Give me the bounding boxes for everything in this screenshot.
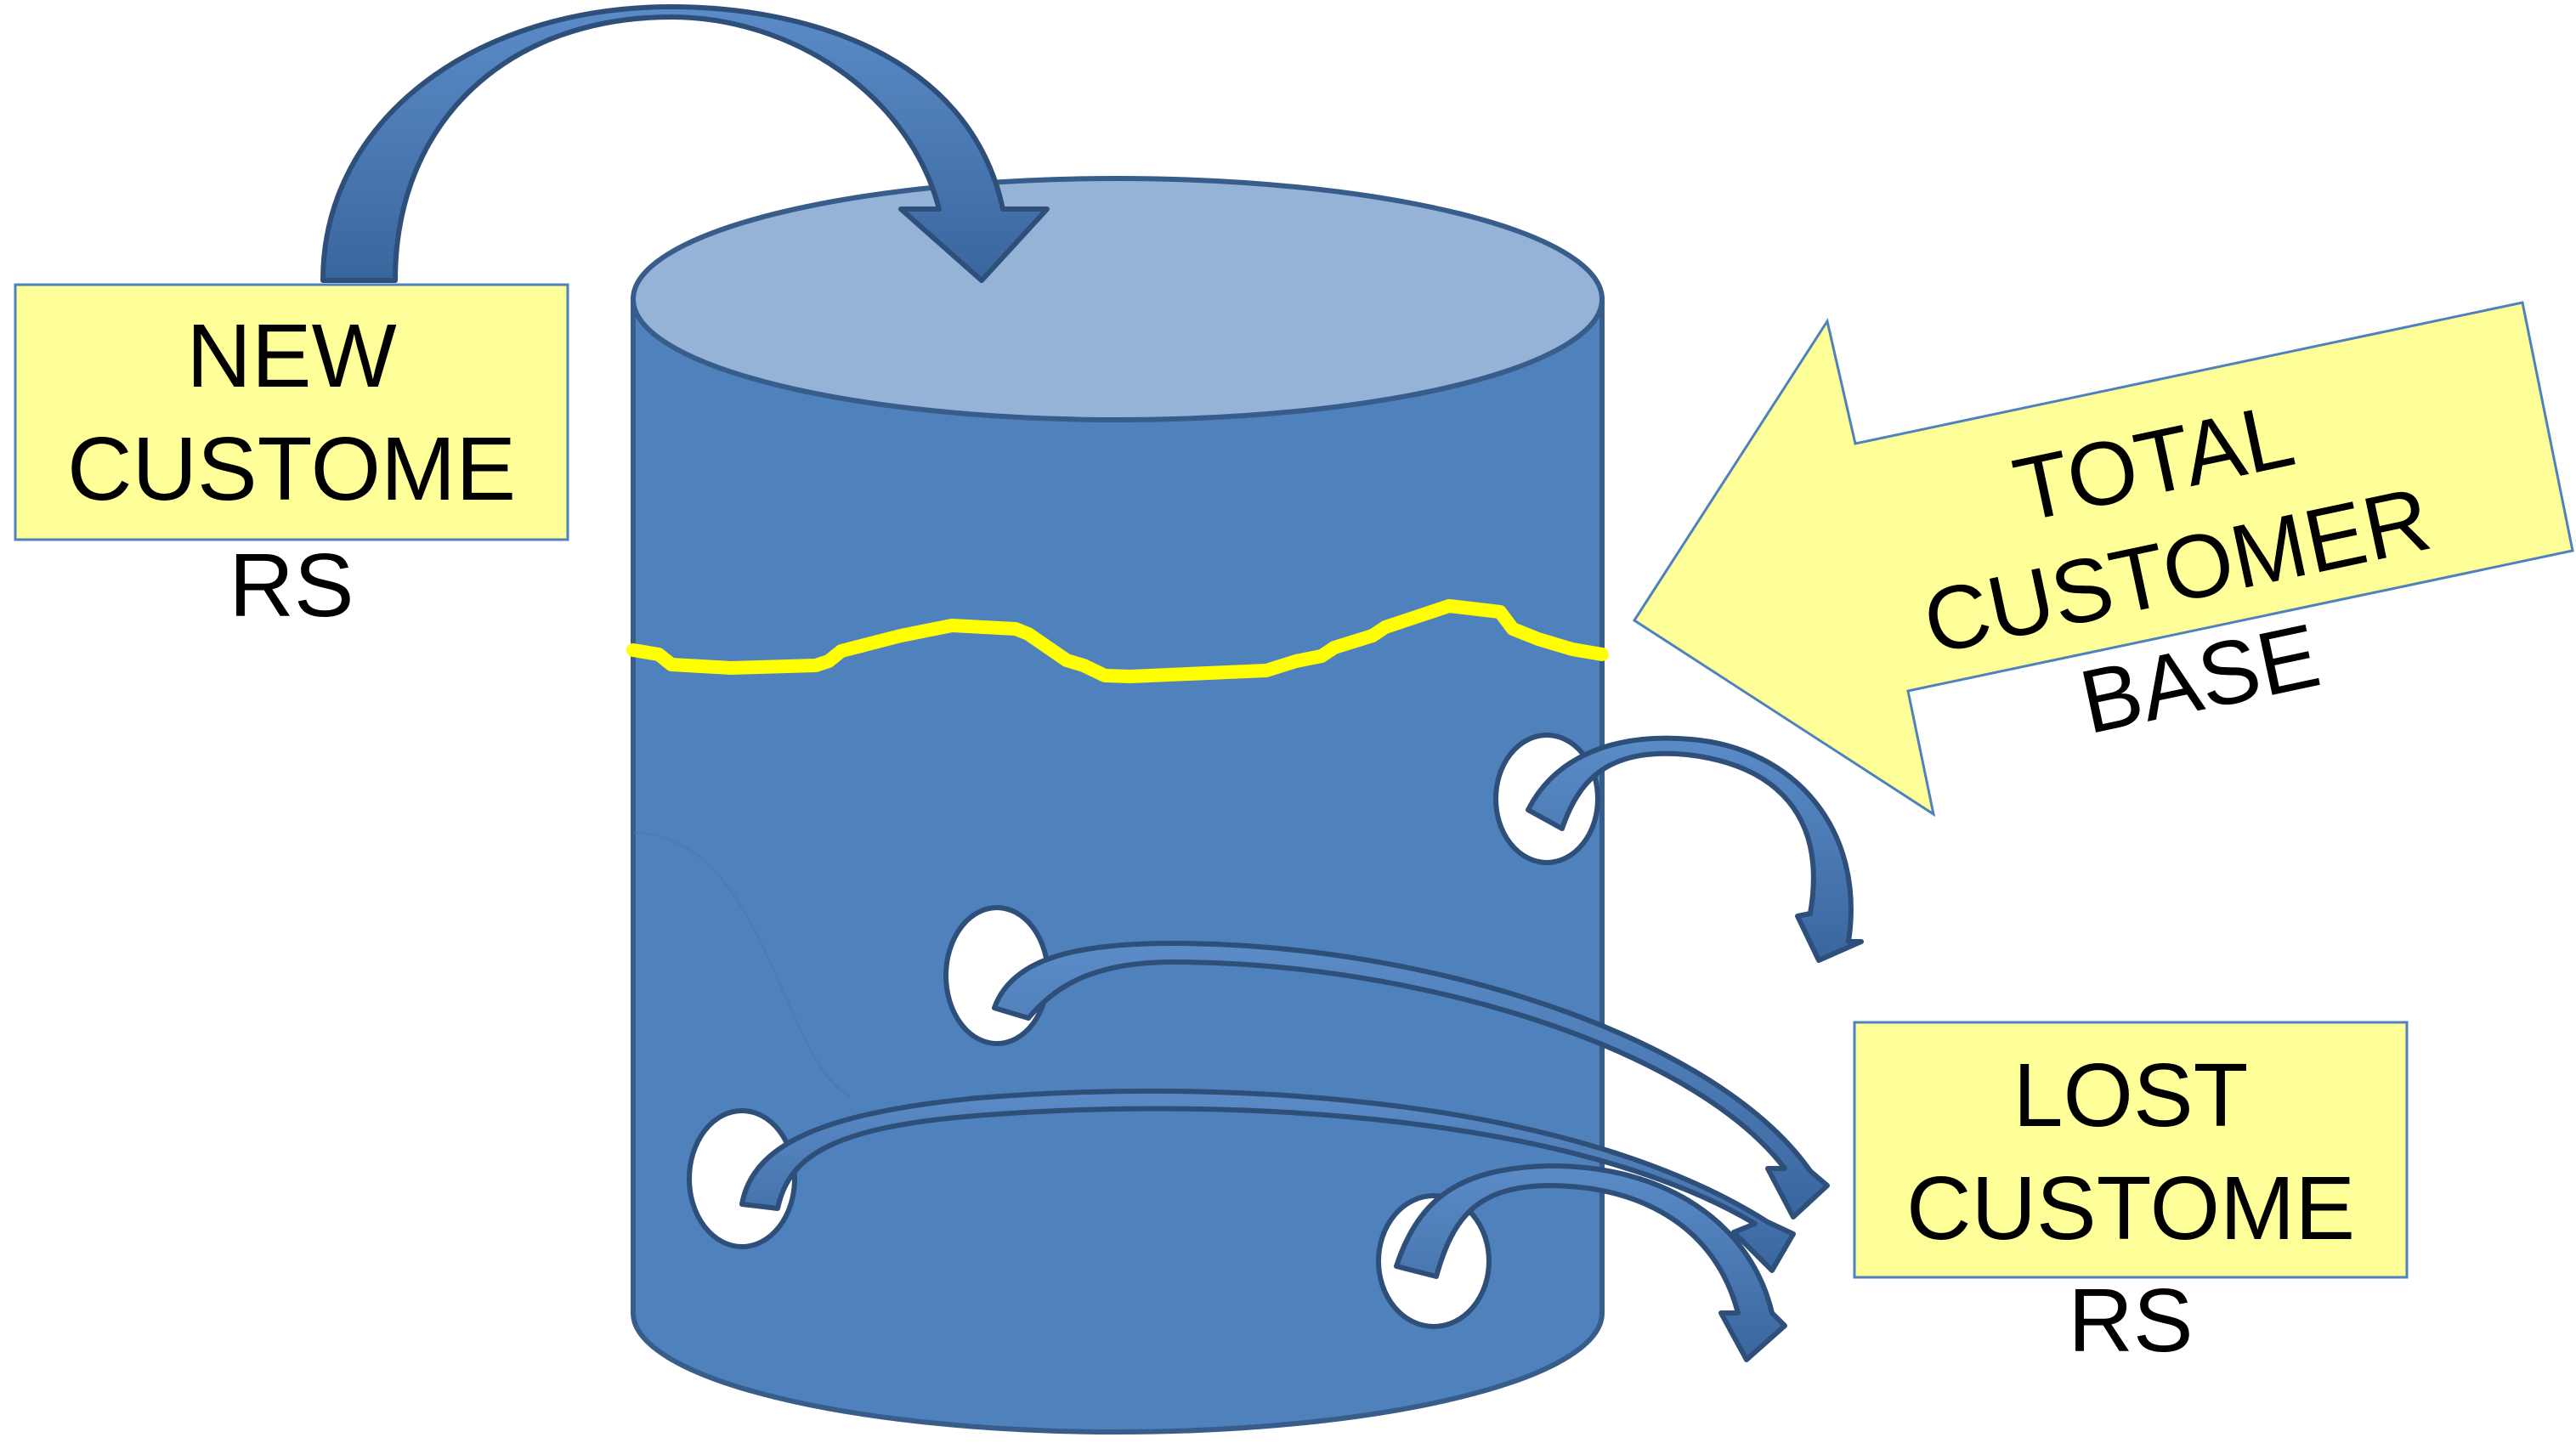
inflow-arrow xyxy=(320,4,1050,283)
hole xyxy=(687,1108,797,1249)
lost-customers-callout: LOST CUSTOME RS xyxy=(1853,1021,2409,1371)
cylinder-body xyxy=(631,297,1605,1435)
lost-customers-box xyxy=(1853,1021,2409,1279)
outflow-arrows xyxy=(739,735,1864,1362)
new-customers-line1: NEW xyxy=(186,306,396,406)
total-customer-base-pointer: TOTAL CUSTOMER BASE xyxy=(1632,301,2574,818)
outflow-arrow xyxy=(1526,735,1864,963)
lost-customers-line1: LOST xyxy=(2013,1045,2249,1146)
new-customers-box xyxy=(14,283,569,541)
cylinder-shadow-contour xyxy=(632,831,851,1098)
customer-level-line xyxy=(626,599,1609,683)
outflow-arrow xyxy=(992,941,1830,1219)
new-customers-callout: NEW CUSTOME RS xyxy=(14,283,569,636)
new-customers-line2: CUSTOME xyxy=(67,419,516,519)
lost-customers-line2: CUSTOME xyxy=(1906,1158,2355,1259)
cylinder xyxy=(631,176,1605,1435)
total-customer-base-arrow xyxy=(1632,301,2574,818)
cylinder-top xyxy=(631,176,1605,422)
outflow-arrow xyxy=(1394,1163,1787,1362)
outflow-arrow xyxy=(739,1088,1796,1273)
lost-customers-line3: RS xyxy=(2068,1270,2193,1371)
new-customers-line3: RS xyxy=(229,535,354,636)
